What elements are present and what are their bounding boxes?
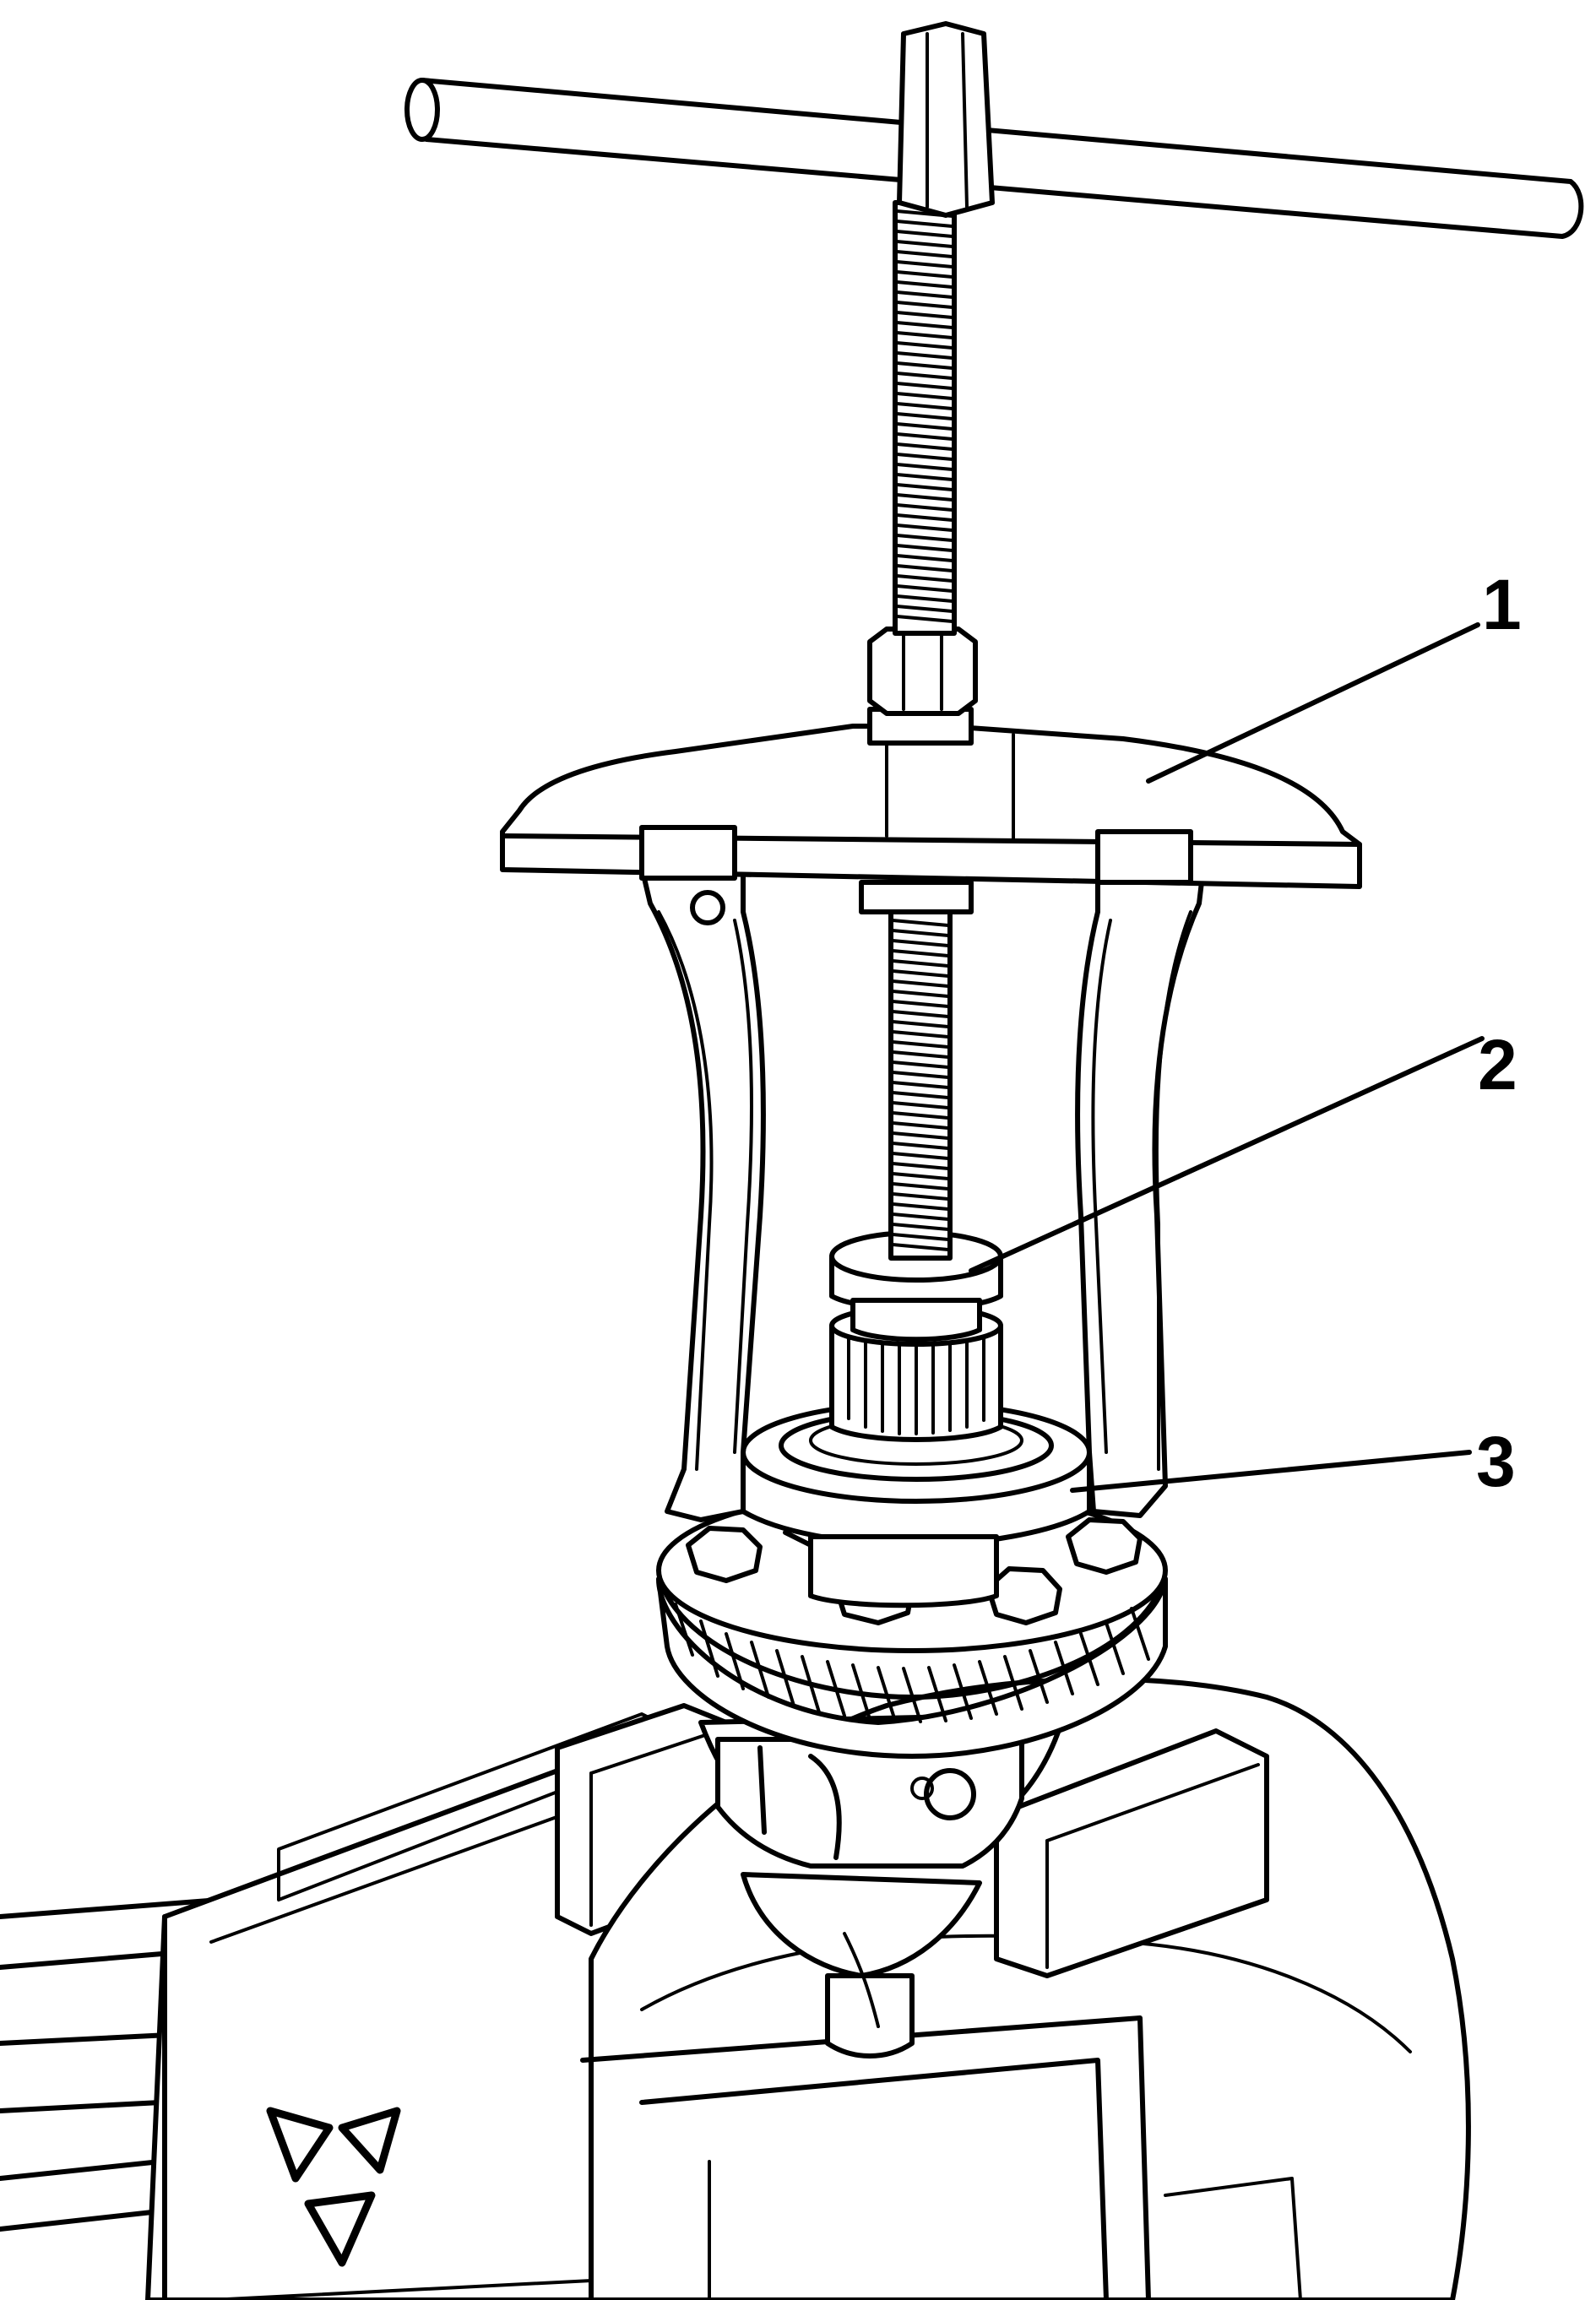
thread-line bbox=[891, 1010, 950, 1018]
leader-line-2 bbox=[969, 1036, 1485, 1273]
thread-line bbox=[895, 341, 954, 350]
thread-line bbox=[891, 1020, 950, 1028]
t-handle bbox=[404, 21, 1584, 239]
thread-line bbox=[895, 361, 954, 370]
callout-leaders bbox=[969, 622, 1485, 1493]
thread-line bbox=[891, 1142, 950, 1150]
thread-line bbox=[895, 503, 954, 512]
thread-line bbox=[891, 1212, 950, 1221]
thread-line bbox=[891, 979, 950, 988]
thread-line bbox=[891, 1081, 950, 1089]
thread-line bbox=[895, 554, 954, 562]
thread-line bbox=[895, 584, 954, 593]
thread-line bbox=[891, 1060, 950, 1069]
thread-line bbox=[891, 1040, 950, 1049]
thread-line bbox=[895, 442, 954, 451]
thread-line bbox=[891, 1162, 950, 1170]
thread-line bbox=[891, 1202, 950, 1211]
thread-line bbox=[895, 574, 954, 583]
thread-line bbox=[891, 1121, 950, 1130]
callout-label-2: 2 bbox=[1478, 1025, 1517, 1104]
thread-line bbox=[895, 422, 954, 431]
thread-line bbox=[895, 351, 954, 360]
thrust-pad bbox=[829, 1230, 1003, 1343]
thread-line bbox=[895, 392, 954, 400]
thread-line bbox=[891, 1192, 950, 1201]
thread-line bbox=[895, 311, 954, 319]
thread-line bbox=[895, 280, 954, 289]
thread-line bbox=[895, 534, 954, 542]
thread-line bbox=[895, 270, 954, 279]
thread-line bbox=[891, 959, 950, 968]
thread-line bbox=[891, 939, 950, 947]
thread-line bbox=[895, 260, 954, 269]
thread-line bbox=[895, 493, 954, 502]
callout-label-1: 1 bbox=[1482, 565, 1522, 644]
callout-label-3: 3 bbox=[1476, 1422, 1516, 1501]
thread-line bbox=[891, 1233, 950, 1241]
thread-line bbox=[895, 331, 954, 339]
thread-line bbox=[891, 1091, 950, 1099]
thread-line bbox=[895, 483, 954, 491]
thread-line bbox=[895, 605, 954, 613]
leader-line-1 bbox=[1146, 622, 1480, 784]
thread-line bbox=[891, 1152, 950, 1160]
thread-line bbox=[895, 240, 954, 248]
puller-crosshead bbox=[500, 627, 1362, 914]
thread-line bbox=[891, 1111, 950, 1120]
leader-line-3 bbox=[1070, 1450, 1472, 1493]
thread-line bbox=[891, 1071, 950, 1079]
thread-line bbox=[891, 969, 950, 978]
thread-line bbox=[895, 523, 954, 532]
thread-line bbox=[891, 1223, 950, 1231]
puller-legs bbox=[631, 829, 1210, 1522]
thread-line bbox=[895, 412, 954, 420]
thread-line bbox=[891, 1000, 950, 1008]
thread-line bbox=[895, 432, 954, 441]
thread-line bbox=[891, 1172, 950, 1180]
thread-line bbox=[891, 949, 950, 957]
thread-line bbox=[891, 919, 950, 927]
thread-line bbox=[891, 929, 950, 937]
threaded-spindle bbox=[888, 200, 957, 1261]
thread-line bbox=[895, 250, 954, 258]
thread-line bbox=[891, 990, 950, 998]
thread-line bbox=[895, 290, 954, 299]
thread-line bbox=[891, 1101, 950, 1109]
thread-line bbox=[895, 220, 954, 228]
thread-line bbox=[891, 1050, 950, 1059]
thread-line bbox=[891, 1243, 950, 1251]
thread-line bbox=[895, 615, 954, 623]
bench-vise bbox=[0, 1676, 1471, 2300]
thread-line bbox=[895, 594, 954, 603]
thread-line bbox=[895, 402, 954, 410]
thread-line bbox=[891, 1030, 950, 1039]
thread-line bbox=[895, 453, 954, 461]
thread-line bbox=[895, 513, 954, 522]
thread-line bbox=[895, 473, 954, 481]
thread-line bbox=[891, 1131, 950, 1140]
thread-line bbox=[895, 321, 954, 329]
thread-line bbox=[895, 463, 954, 471]
thread-line bbox=[895, 301, 954, 309]
callout-labels: 1 2 3 bbox=[1476, 565, 1522, 1501]
thread-line bbox=[895, 564, 954, 572]
thread-line bbox=[891, 1182, 950, 1191]
thread-line bbox=[895, 230, 954, 238]
thread-line bbox=[895, 544, 954, 552]
thread-line bbox=[895, 372, 954, 380]
thread-line bbox=[895, 382, 954, 390]
vise-emblem bbox=[266, 2107, 401, 2267]
